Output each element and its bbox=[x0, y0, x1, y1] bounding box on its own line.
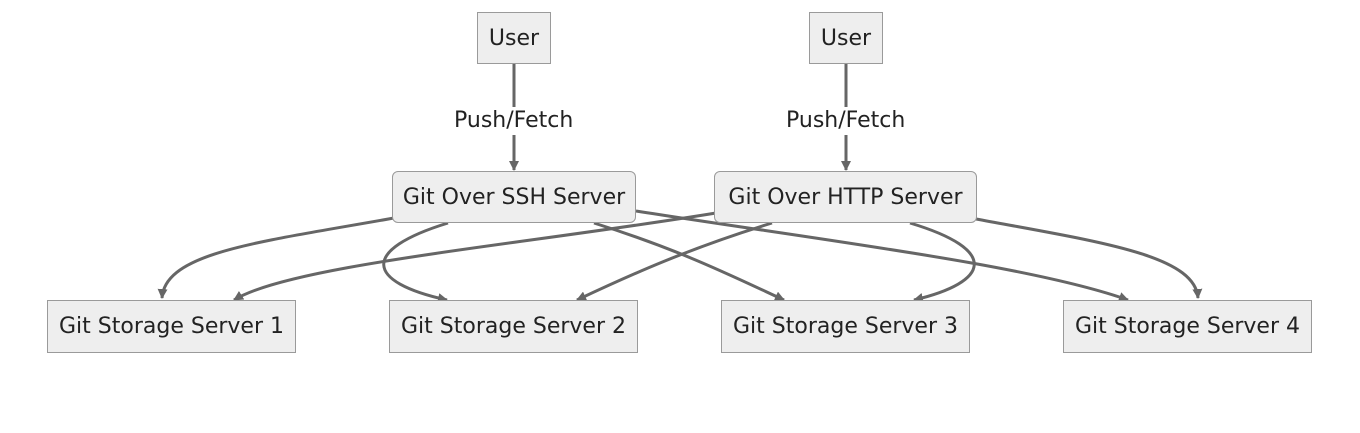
edge-http-to-storage3 bbox=[909, 221, 976, 303]
storage-server-node-2: Git Storage Server 2 bbox=[389, 300, 638, 353]
user-node-2-label: User bbox=[820, 25, 872, 51]
edge-http-to-storage4 bbox=[975, 217, 1203, 299]
edge-label-push-fetch-2: Push/Fetch bbox=[784, 107, 908, 135]
storage-server-2-label: Git Storage Server 2 bbox=[401, 314, 626, 339]
edge-label-push-fetch-1: Push/Fetch bbox=[452, 107, 576, 135]
ssh-server-node: Git Over SSH Server bbox=[392, 171, 636, 223]
user-node-1: User bbox=[477, 12, 551, 64]
storage-server-3-label: Git Storage Server 3 bbox=[733, 314, 958, 339]
storage-server-1-label: Git Storage Server 1 bbox=[59, 314, 284, 339]
user-node-1-label: User bbox=[488, 25, 540, 51]
edge-ssh-to-storage3 bbox=[593, 221, 785, 302]
storage-server-node-3: Git Storage Server 3 bbox=[721, 300, 970, 353]
edge-ssh-to-storage1 bbox=[157, 216, 395, 299]
edge-ssh-to-storage4 bbox=[635, 209, 1129, 302]
http-server-label: Git Over HTTP Server bbox=[728, 184, 963, 210]
edge-http-to-storage1 bbox=[233, 211, 717, 302]
edge-http-to-storage2 bbox=[576, 221, 773, 302]
ssh-server-label: Git Over SSH Server bbox=[402, 184, 626, 210]
storage-server-4-label: Git Storage Server 4 bbox=[1075, 314, 1300, 339]
storage-server-node-1: Git Storage Server 1 bbox=[47, 300, 296, 353]
edge-ssh-to-storage2 bbox=[382, 221, 449, 303]
user-node-2: User bbox=[809, 12, 883, 64]
storage-server-node-4: Git Storage Server 4 bbox=[1063, 300, 1312, 353]
http-server-node: Git Over HTTP Server bbox=[714, 171, 977, 223]
